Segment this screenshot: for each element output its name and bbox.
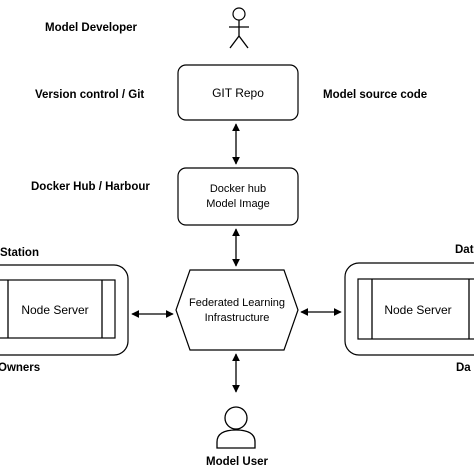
docker-hub-line2: Model Image bbox=[206, 198, 270, 210]
fl-line1: Federated Learning bbox=[189, 297, 285, 309]
version-control-label: Version control / Git bbox=[35, 89, 144, 101]
model-developer-stick-figure-icon bbox=[229, 7, 249, 49]
model-developer-label: Model Developer bbox=[45, 22, 138, 34]
right-node-server-label: Node Server bbox=[384, 303, 451, 317]
owners-label: Owners bbox=[0, 362, 40, 374]
right-bottom-label: Da bbox=[456, 362, 471, 374]
model-source-code-label: Model source code bbox=[323, 89, 427, 101]
model-user-label: Model User bbox=[206, 456, 269, 468]
right-station-container: Node Server bbox=[344, 262, 474, 356]
station-label: Station bbox=[0, 247, 39, 259]
fl-line2: Infrastructure bbox=[205, 312, 270, 324]
docker-hub-label: Docker Hub / Harbour bbox=[31, 181, 150, 193]
git-repo-node: GIT Repo bbox=[177, 64, 299, 121]
left-station-container: Node Server bbox=[0, 264, 129, 356]
left-node-server-label: Node Server bbox=[21, 303, 88, 317]
docker-hub-node: Docker hub Model Image bbox=[177, 167, 299, 226]
right-top-label: Dat bbox=[455, 244, 474, 256]
git-repo-label: GIT Repo bbox=[212, 86, 264, 100]
model-user-person-icon bbox=[216, 406, 256, 449]
federated-learning-node: Federated Learning Infrastructure bbox=[175, 269, 299, 351]
docker-hub-line1: Docker hub bbox=[210, 183, 266, 195]
